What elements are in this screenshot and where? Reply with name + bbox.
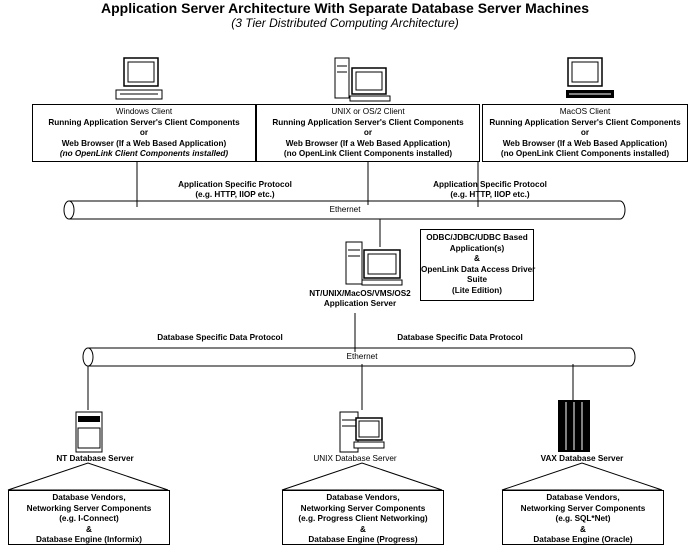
nt-db-line2: Networking Server Components [26, 503, 152, 513]
macos-client-line1: Running Application Server's Client Comp… [489, 117, 681, 127]
macos-client-line2: Web Browser (If a Web Based Application) [502, 138, 668, 148]
unix-db-box: Database Vendors, Networking Server Comp… [282, 490, 444, 545]
unix-client-box: UNIX or OS/2 Client Running Application … [256, 104, 480, 162]
unix-client-line2: Web Browser (If a Web Based Application) [285, 138, 451, 148]
macos-client-or: or [580, 128, 590, 137]
vax-db-line1: Database Vendors, [546, 493, 620, 502]
app-protocol-label-right: Application Specific Protocol (e.g. HTTP… [415, 180, 565, 200]
app-box-line6: (Lite Edition) [451, 285, 503, 295]
app-box-line5: Suite [466, 275, 488, 284]
app-protocol-right-line1: Application Specific Protocol [433, 180, 547, 189]
unix-db-line4: & [360, 524, 366, 534]
mac-icon [566, 57, 614, 98]
ethernet-bottom-cable [82, 347, 636, 367]
windows-client-box: Windows Client Running Application Serve… [32, 104, 256, 162]
unix-client-or: or [363, 128, 373, 137]
app-server-icon [345, 241, 403, 286]
unix-db-line2: Networking Server Components [300, 503, 426, 513]
diagram-subtitle: (3 Tier Distributed Computing Architectu… [231, 16, 459, 30]
vax-db-server-name: VAX Database Server [540, 454, 624, 463]
vax-db-line5: Database Engine (Oracle) [533, 535, 633, 544]
ethernet-top-cable [63, 200, 626, 220]
ethernet-bottom-label: Ethernet [337, 352, 387, 362]
db-protocol-label-left: Database Specific Data Protocol [157, 333, 283, 342]
unix-db-server-name: UNIX Database Server [313, 454, 397, 463]
app-protocol-left-line1: Application Specific Protocol [178, 180, 292, 189]
unix-db-line5: Database Engine (Progress) [308, 535, 418, 544]
app-protocol-label-left: Application Specific Protocol (e.g. HTTP… [160, 180, 310, 200]
windows-pc-icon [115, 57, 163, 100]
unix-db-roof [281, 462, 443, 491]
windows-client-name: Windows Client [115, 107, 173, 116]
vax-db-line4: & [580, 524, 586, 534]
app-box-line4: OpenLink Data Access Driver [421, 264, 536, 274]
vax-db-roof [501, 462, 663, 491]
macos-client-box: MacOS Client Running Application Server'… [482, 104, 688, 162]
macos-client-name: MacOS Client [559, 107, 611, 116]
windows-client-line2: Web Browser (If a Web Based Application) [61, 138, 227, 148]
macos-client-note: (no OpenLink Client Components installed… [500, 149, 670, 158]
nt-db-line3: (e.g. I-Connect) [59, 514, 119, 523]
windows-client-note: (no OpenLink Client Components installed… [59, 149, 229, 158]
nt-db-server-name: NT Database Server [56, 454, 134, 463]
nt-db-line4: & [86, 524, 92, 534]
unix-db-server-icon [339, 411, 385, 453]
nt-db-box: Database Vendors, Networking Server Comp… [8, 490, 170, 545]
unix-db-line1: Database Vendors, [326, 493, 400, 502]
app-box-line1: ODBC/JDBC/UDBC Based [426, 233, 528, 242]
app-box-line2: Application(s) [449, 243, 505, 253]
nt-db-line5: Database Engine (Informix) [35, 535, 142, 544]
unix-client-line1: Running Application Server's Client Comp… [272, 117, 464, 127]
app-protocol-right-line2: (e.g. HTTP, IIOP etc.) [450, 190, 530, 199]
app-server-name-line1: NT/UNIX/MacOS/VMS/OS2 [309, 289, 411, 298]
nt-db-server-icon [75, 411, 103, 453]
app-software-box: ODBC/JDBC/UDBC Based Application(s) & Op… [420, 229, 536, 301]
vax-cabinet-icon [558, 400, 590, 452]
unix-client-note: (no OpenLink Client Components installed… [283, 149, 453, 158]
app-protocol-left-line2: (e.g. HTTP, IIOP etc.) [195, 190, 275, 199]
nt-db-roof [7, 462, 169, 491]
vax-db-line2: Networking Server Components [520, 503, 646, 513]
vax-db-line3: (e.g. SQL*Net) [555, 514, 611, 523]
vax-db-box: Database Vendors, Networking Server Comp… [502, 490, 664, 545]
unix-workstation-icon [334, 57, 391, 102]
app-box-line3: & [474, 254, 480, 263]
app-server-name-line2: Application Server [323, 299, 397, 308]
nt-db-line1: Database Vendors, [52, 493, 126, 502]
unix-db-line3: (e.g. Progress Client Networking) [298, 514, 428, 523]
app-server-label: NT/UNIX/MacOS/VMS/OS2 Application Server [290, 289, 430, 309]
diagram-title: Application Server Architecture With Sep… [101, 0, 589, 16]
windows-client-line1: Running Application Server's Client Comp… [48, 117, 240, 127]
ethernet-top-label: Ethernet [320, 205, 370, 215]
db-protocol-label-right: Database Specific Data Protocol [397, 333, 523, 342]
windows-client-or: or [139, 128, 149, 137]
unix-client-name: UNIX or OS/2 Client [331, 107, 405, 116]
